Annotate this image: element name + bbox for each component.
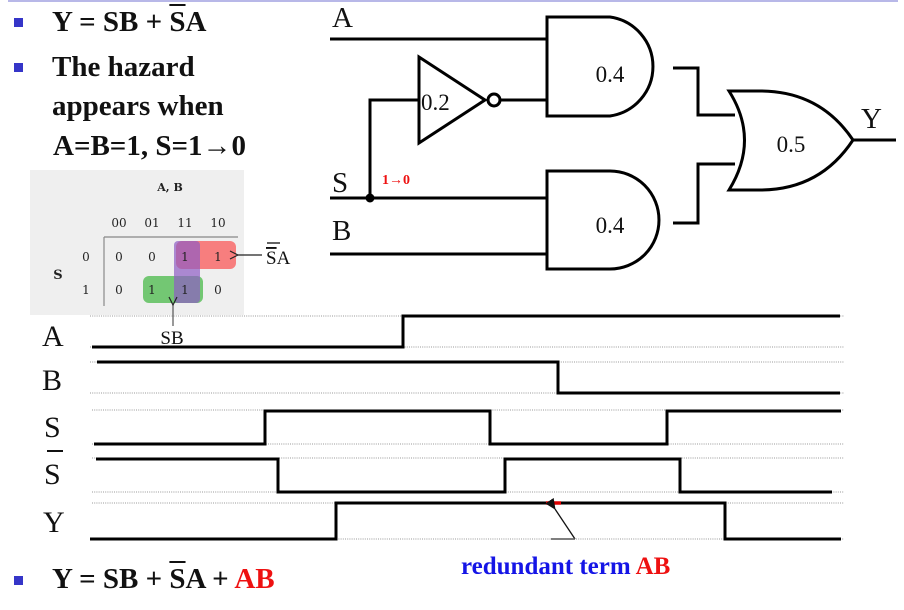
not-delay: 0.2	[421, 90, 450, 115]
and-gate-2	[545, 169, 661, 271]
waveform-y	[90, 501, 841, 541]
or-delay: 0.5	[777, 132, 806, 157]
bullet-icon	[14, 576, 23, 585]
kmap-row-label: 0	[82, 250, 90, 264]
and1-delay: 0.4	[596, 62, 625, 87]
timing-labels: A B S S Y	[42, 320, 65, 539]
kmap-text: A, B 00 01 11 10 S 0 1 0 0 1 1 0 1 1 0	[53, 181, 225, 297]
eq-redundant-term: AB	[234, 563, 275, 595]
signal-label-a: A	[42, 320, 64, 353]
kmap-cell: 1	[214, 250, 222, 264]
wire-and1-to-or	[673, 66, 735, 117]
eq-s-bar: S	[169, 6, 186, 38]
kmap-cell: 1	[181, 283, 189, 297]
kmap-cell: 0	[115, 250, 123, 264]
signal-label-b: B	[42, 364, 62, 397]
annotation-highlight: AB	[635, 553, 671, 580]
waveform-s-bar	[96, 457, 832, 494]
bullet-icon	[14, 18, 23, 27]
not-gate	[417, 54, 488, 146]
timing-waveforms	[90, 314, 841, 541]
or-gate	[726, 89, 855, 192]
kmap-title: A, B	[156, 181, 183, 194]
wire-s-to-not	[368, 98, 420, 198]
kmap-col-label: 01	[144, 216, 159, 230]
and2-delay: 0.4	[596, 213, 625, 238]
slide-top-border	[8, 0, 898, 2]
junction-dot	[365, 193, 375, 203]
hazard-line-3: A=B=1, S=1→0	[53, 130, 246, 162]
signal-label-y: Y	[43, 506, 65, 539]
kmap-group-ab	[174, 241, 200, 303]
timing-gridlines	[90, 315, 844, 540]
signal-label-s-bar: S	[44, 458, 61, 491]
kmap-row-label: 1	[82, 283, 90, 297]
circuit	[330, 15, 896, 271]
input-label-s: S	[332, 167, 348, 199]
kmap-row-var: S	[53, 268, 62, 283]
kmap-label-sb: SB	[160, 328, 183, 349]
kmap-groups	[143, 241, 236, 303]
waveform-s	[94, 409, 841, 446]
input-label-a: A	[332, 2, 353, 34]
kmap-cell: 0	[214, 283, 222, 297]
kmap-cell: 1	[181, 250, 189, 264]
s-transition-label: 1→0	[382, 173, 410, 188]
waveform-b	[97, 360, 840, 395]
circuit-labels: A S B Y 0.2 0.4 0.4 0.5 1→0	[332, 2, 882, 247]
kmap-label-sbar-a: SA	[266, 248, 291, 269]
equation-fixed: Y = SB + SA + AB	[52, 563, 275, 596]
kmap-col-label: 00	[111, 216, 126, 230]
hazard-line-1: The hazard	[52, 51, 195, 83]
redundant-term-annotation: redundant term AB	[461, 553, 670, 581]
glitch-arrow	[545, 497, 576, 540]
not-bubble	[486, 92, 502, 108]
wire-and2-to-or	[673, 162, 735, 225]
kmap-cell: 1	[148, 283, 156, 297]
kmap-grid	[103, 236, 238, 306]
and-gate-1	[545, 15, 655, 118]
signal-label-s: S	[44, 411, 61, 444]
hazard-line-2: appears when	[52, 90, 224, 122]
bullet-icon	[14, 63, 23, 72]
kmap-cell: 0	[148, 250, 156, 264]
eq-suffix: A +	[185, 563, 235, 595]
eq-prefix: Y = SB +	[52, 563, 170, 595]
eq-prefix: Y = SB +	[52, 6, 170, 38]
waveform-a	[92, 314, 840, 349]
kmap-col-label: 11	[177, 216, 192, 230]
annotation-text: redundant term	[461, 553, 636, 580]
equation-original: Y = SB + SA	[52, 6, 206, 39]
eq-suffix: A	[185, 6, 207, 38]
eq-s-bar: S	[169, 563, 186, 595]
input-label-b: B	[332, 215, 351, 247]
kmap-cell: 0	[115, 283, 123, 297]
output-label-y: Y	[861, 103, 882, 135]
kmap-col-label: 10	[210, 216, 225, 230]
